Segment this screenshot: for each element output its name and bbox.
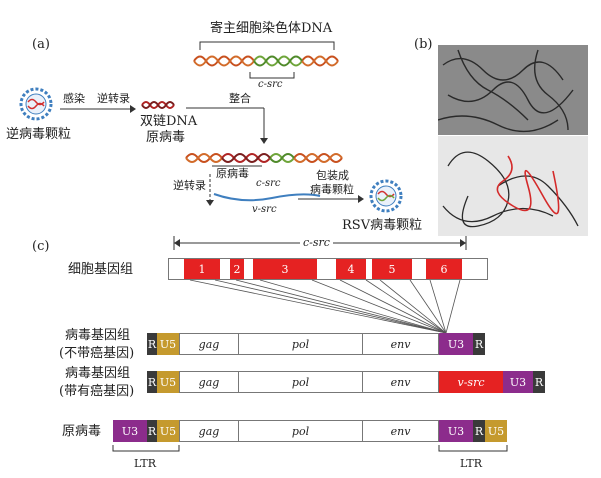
retrovirus-particle-icon [19,87,53,121]
ltr-label-left: LTR [134,457,157,470]
panel-c-label: (c) [32,239,50,254]
integrate-label: 整合 [229,92,251,105]
reverse-transcribe-label-2: 逆转录 [173,179,206,192]
retrovirus-particle-label: 逆病毒颗粒 [6,127,72,142]
row2-r-right: R [533,371,545,393]
rsv-particle-icon [369,179,403,213]
integrated-dna-helix [185,153,343,163]
reverse-transcribe-arrow-2 [206,174,214,206]
row2-u5: U5 [157,371,179,393]
rna-strand [213,193,321,202]
v-src-label: v-src [252,204,277,215]
rsv-particle-label: RSV病毒颗粒 [342,218,423,233]
row1-pol: pol [239,333,363,355]
row3-gag: gag [179,420,239,442]
electron-micrograph-bottom [438,136,588,236]
provirus-label-a: 原病毒 [146,130,186,145]
ltr-bracket-right [438,445,508,452]
row1-env: env [363,333,439,355]
host-dna-title: 寄主细胞染色体DNA [210,21,333,36]
double-strand-dna-icon [141,101,175,109]
c-src-span-label: c-src [300,237,333,248]
host-dna-title-bracket [199,41,335,50]
row2-u3: U3 [503,371,533,393]
double-strand-dna-label: 双链DNA [140,114,198,129]
ltr-bracket-left [112,445,180,452]
integrate-arrow [186,107,268,144]
exon-6: 6 [426,259,462,279]
row2-v-src: v-src [439,371,503,393]
row3-r-right: R [473,420,485,442]
row3-pol: pol [239,420,363,442]
row1-gag: gag [179,333,239,355]
provirus-bracket-label: 原病毒 [216,167,249,180]
panel-a-label: (a) [32,37,50,52]
package-label-line1: 包装成 [316,169,349,182]
row1-r-right: R [473,333,485,355]
package-label-line2: 病毒颗粒 [310,183,354,196]
electron-micrograph-top [437,45,588,135]
exon-3: 3 [253,259,317,279]
row3-u3-left: U3 [113,420,147,442]
infect-arrow [60,105,136,113]
panel-b-label: (b) [414,37,433,52]
row2-gag: gag [179,371,239,393]
row1-label-line1: 病毒基因组 [65,328,131,343]
exon-2: 2 [230,259,244,279]
infect-label: 感染 [63,92,85,105]
row3-u5-right: U5 [485,420,507,442]
row3-u5-left: U5 [157,420,179,442]
row2-label-line1: 病毒基因组 [65,366,131,381]
c-src-bracket [249,72,295,79]
row1-r-left: R [147,333,157,355]
row2-label-line2: (带有癌基因) [59,384,135,399]
provirus-bracket [212,165,262,167]
exon-5: 5 [372,259,412,279]
exon-4: 4 [336,259,366,279]
row3-u3-right: U3 [439,420,473,442]
row3-r-left: R [147,420,157,442]
exon-1: 1 [184,259,220,279]
cell-genome-label: 细胞基因组 [68,262,134,277]
row1-u5: U5 [157,333,179,355]
c-src-label-2: c-src [256,178,281,189]
row2-env: env [363,371,439,393]
ltr-label-right: LTR [460,457,483,470]
row1-label-line2: (不带癌基因) [59,346,135,361]
row2-r-left: R [147,371,157,393]
row1-u3: U3 [439,333,473,355]
row3-label: 原病毒 [62,424,102,439]
reverse-transcribe-label: 逆转录 [97,92,130,105]
row3-env: env [363,420,439,442]
host-dna-helix [193,55,339,67]
row2-pol: pol [239,371,363,393]
c-src-label: c-src [258,79,283,90]
package-arrow [298,195,364,203]
